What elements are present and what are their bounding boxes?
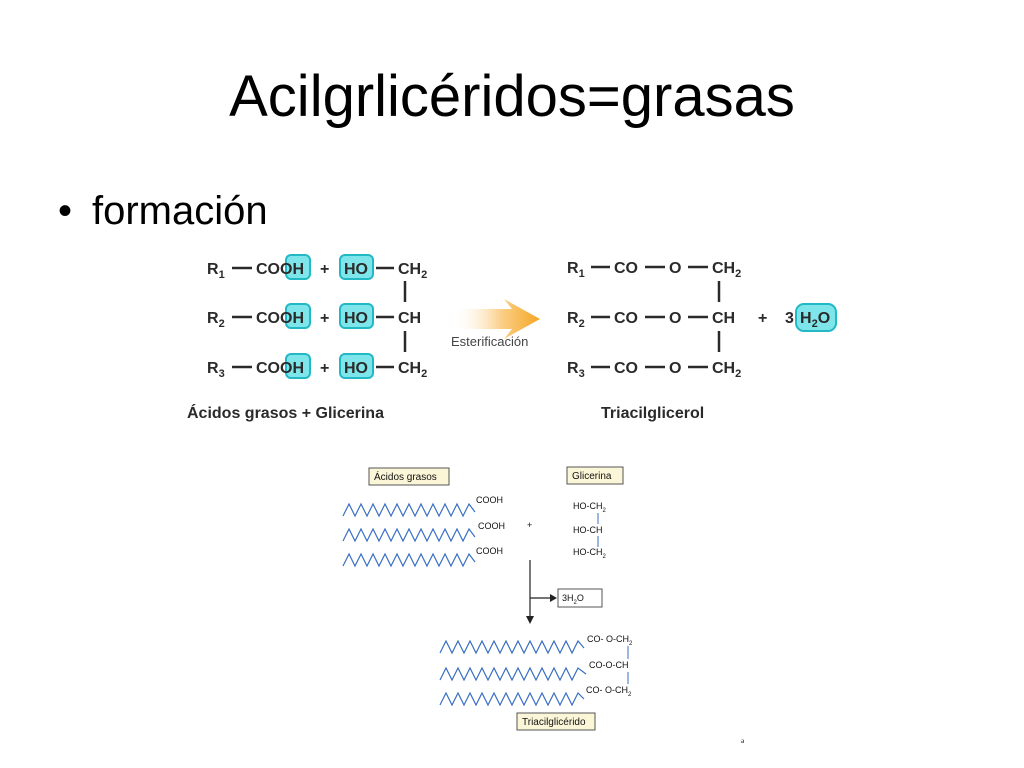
product-label: Triacilglicérido	[522, 717, 586, 728]
cooh-2: COOH	[478, 521, 505, 531]
fatty-chain-2	[342, 527, 476, 543]
acid-2-group: COOH	[256, 310, 304, 327]
bullet-item: • formación	[58, 186, 268, 236]
plus-sign-3: +	[320, 360, 329, 377]
svg-text:CH2: CH2	[712, 260, 741, 280]
fatty-chain-1	[342, 502, 476, 518]
ho-highlight-1	[339, 254, 374, 280]
water-small: 3H2O	[562, 593, 584, 606]
glycerol-small-3: HO-CH2	[573, 547, 607, 560]
tg-ester-1: CO- O-CH2	[587, 634, 633, 647]
acid-row-1: R1 COOH	[207, 254, 311, 281]
plus-sign-2: +	[320, 310, 329, 327]
glycerol-c-3: CH2	[398, 360, 427, 380]
svg-text:CH: CH	[712, 310, 735, 327]
acid-row-3: R3 COOH	[207, 353, 311, 380]
ho-highlight-3	[339, 353, 374, 379]
fatty-chain-3	[342, 552, 476, 568]
water-formula: H2O	[800, 310, 830, 330]
h-highlight-2	[285, 303, 311, 329]
svg-text:O: O	[669, 360, 681, 377]
slide-title: Acilgrlicéridos=grasas	[229, 64, 795, 129]
tg-chain-3	[439, 691, 585, 707]
product-row-2: R2 CO O CH	[567, 310, 735, 330]
h-highlight-1	[285, 254, 311, 280]
glycerol-label-box	[566, 466, 624, 485]
svg-text:R3: R3	[567, 360, 585, 380]
plus-sign-bottom: +	[527, 520, 532, 530]
cooh-3: COOH	[476, 546, 503, 556]
tg-ester-3: CO- O-CH2	[586, 685, 632, 698]
glycerol-ho-2: HO	[344, 310, 368, 327]
water-box	[557, 588, 603, 608]
down-arrow-head	[526, 616, 534, 624]
bullet-dot: •	[58, 189, 73, 233]
svg-text:CO: CO	[614, 260, 638, 277]
caption-product: Triacilglicerol	[601, 405, 704, 422]
product-label-box	[516, 712, 596, 731]
arrow-label: Esterificación	[451, 334, 528, 349]
tg-chain-1	[439, 639, 585, 655]
svg-text:O: O	[669, 310, 681, 327]
h-highlight-3	[285, 353, 311, 379]
esterification-arrow	[452, 299, 540, 339]
tg-ester-2: CO-O-CH	[589, 660, 629, 670]
glycerol-small-2: HO-CH	[573, 525, 603, 535]
acid-3-group: COOH	[256, 360, 304, 377]
water-coefficient: 3	[785, 310, 794, 327]
svg-text:CO: CO	[614, 310, 638, 327]
svg-text:O: O	[669, 260, 681, 277]
caption-reactants: Ácidos grasos + Glicerina	[187, 403, 384, 422]
glycerol-ho-3: HO	[344, 360, 368, 377]
water-highlight	[795, 303, 837, 332]
page-mark: ª	[741, 737, 745, 751]
svg-text:R2: R2	[567, 310, 585, 330]
acids-label-box	[368, 467, 450, 486]
svg-text:CO: CO	[614, 360, 638, 377]
acid-1-r: R1	[207, 261, 225, 281]
plus-sign-water: +	[758, 310, 767, 327]
glycerol-c-1: CH2	[398, 261, 427, 281]
product-row-1: R1 CO O CH2	[567, 260, 741, 280]
svg-text:CH2: CH2	[712, 360, 741, 380]
acid-1-group: COOH	[256, 261, 304, 278]
plus-sign-1: +	[320, 261, 329, 278]
cooh-1: COOH	[476, 495, 503, 505]
acid-3-r: R3	[207, 360, 225, 380]
acid-row-2: R2 COOH	[207, 303, 311, 330]
glycerol-ho-1: HO	[344, 261, 368, 278]
acid-2-r: R2	[207, 310, 225, 330]
acids-label: Ácidos grasos	[374, 470, 437, 483]
product-row-3: R3 CO O CH2	[567, 360, 741, 380]
bullet-text: formación	[92, 189, 268, 233]
glycerol-c-2: CH	[398, 310, 421, 327]
glycerol-small-1: HO-CH2	[573, 501, 607, 514]
glycerol-label: Glicerina	[572, 471, 612, 482]
svg-text:R1: R1	[567, 260, 585, 280]
ho-highlight-2	[339, 303, 374, 329]
tg-chain-2	[439, 666, 587, 682]
